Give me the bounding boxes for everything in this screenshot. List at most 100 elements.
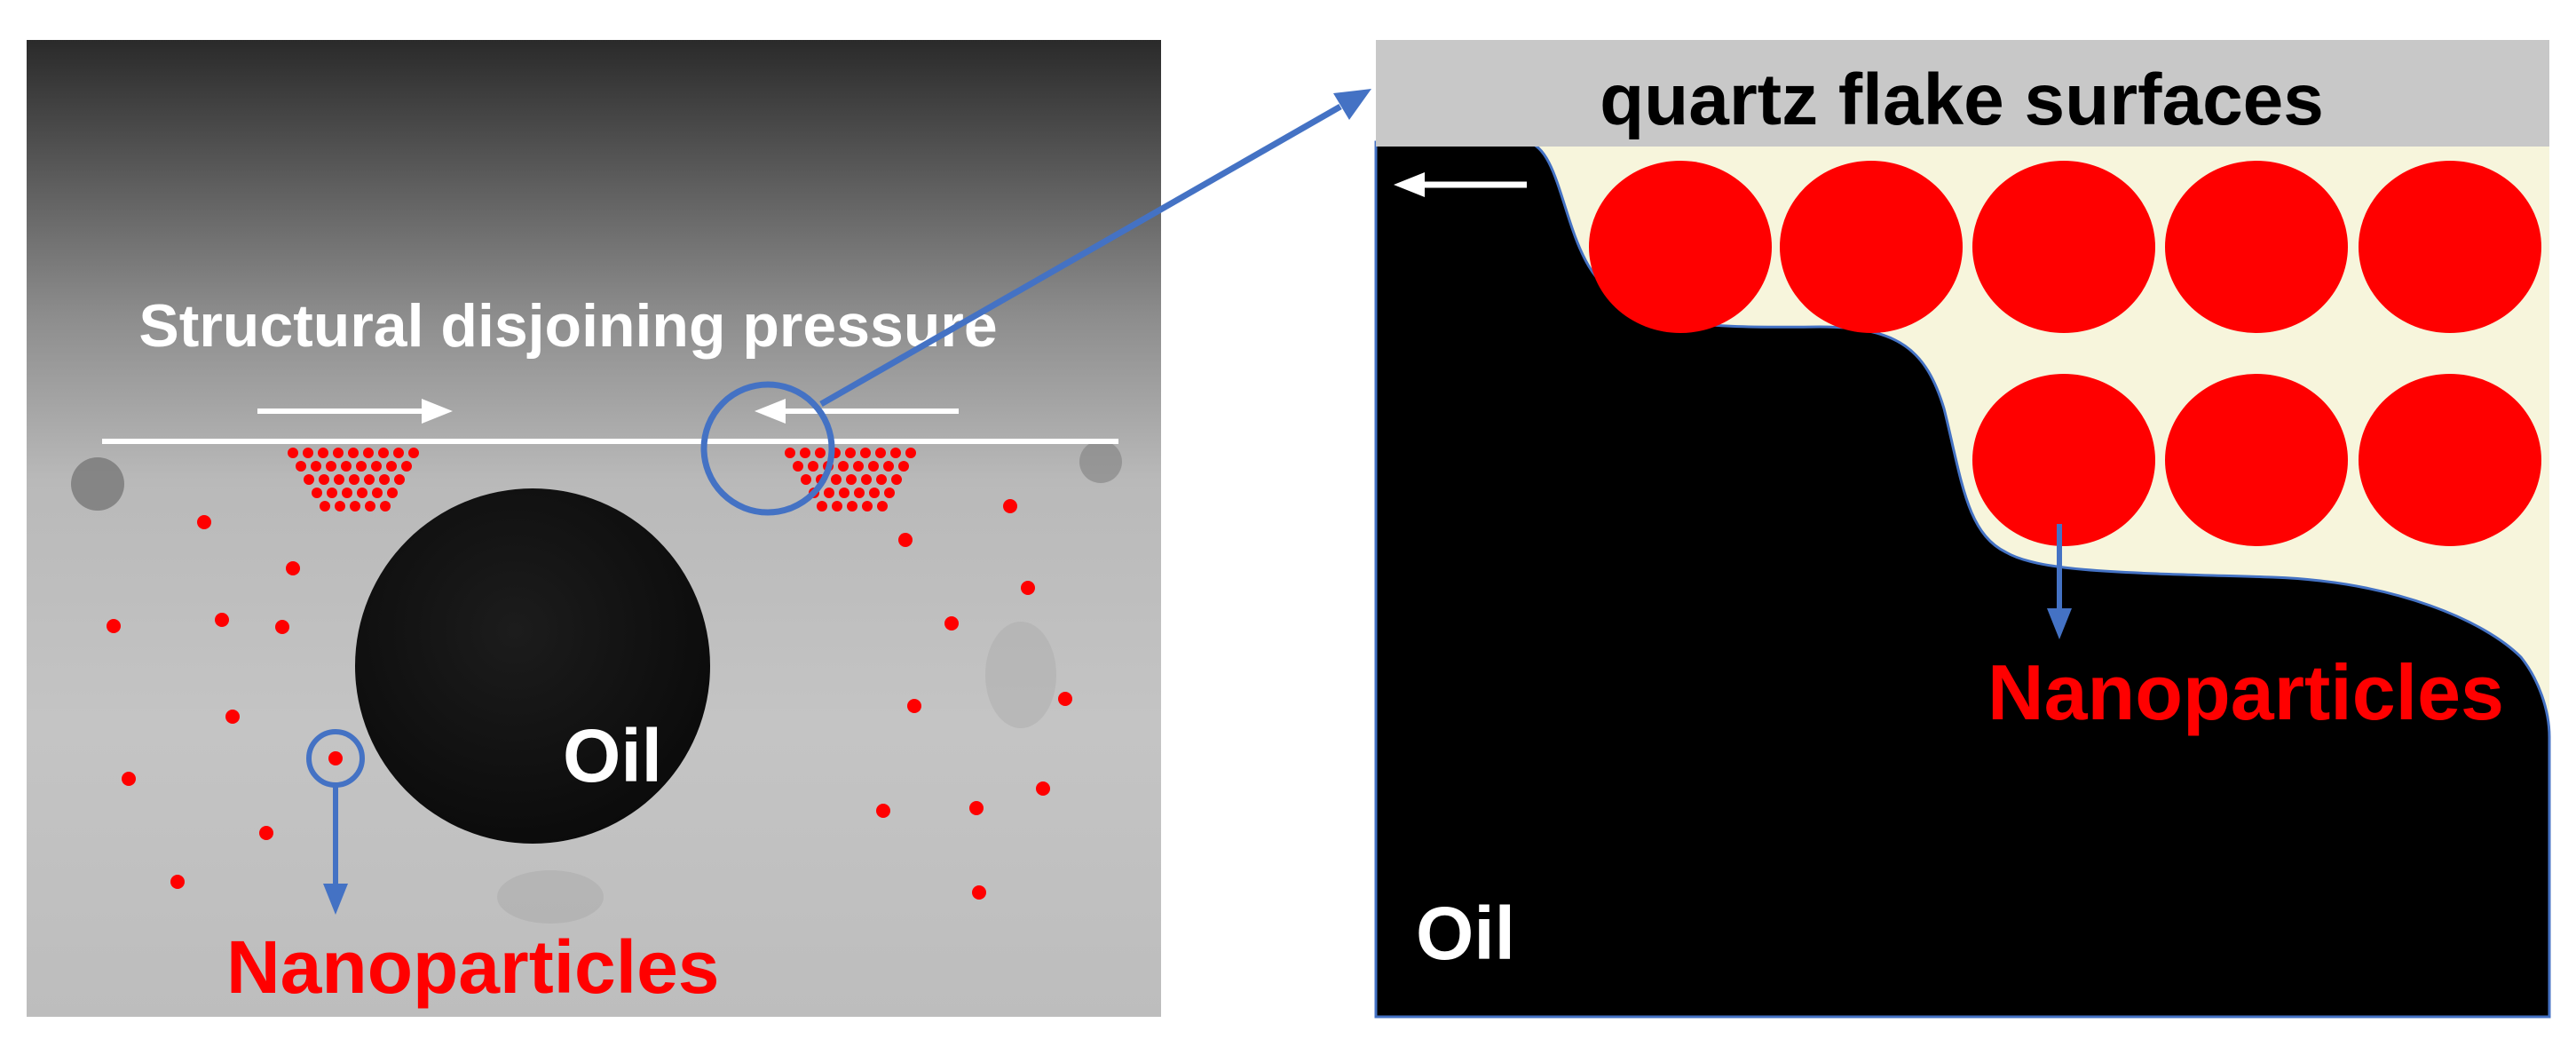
cluster-nanoparticle xyxy=(891,474,902,485)
cluster-nanoparticle xyxy=(801,474,811,485)
oil-label-right: Oil xyxy=(1416,892,1515,975)
dispersed-nanoparticle xyxy=(1036,781,1050,796)
arrow-left-icon xyxy=(755,399,959,424)
cluster-nanoparticle xyxy=(876,474,887,485)
background-droplet xyxy=(1079,440,1122,483)
dispersed-nanoparticle xyxy=(944,616,959,631)
dispersed-nanoparticle xyxy=(197,515,211,529)
cluster-nanoparticle xyxy=(393,448,404,458)
cluster-nanoparticle xyxy=(342,488,352,498)
cluster-nanoparticle xyxy=(905,448,916,458)
cluster-nanoparticle xyxy=(408,448,419,458)
arrow-down-icon xyxy=(2047,524,2072,639)
cluster-nanoparticle xyxy=(883,461,894,472)
cluster-nanoparticle xyxy=(350,501,360,512)
cluster-nanoparticle xyxy=(808,461,818,472)
dispersed-nanoparticle xyxy=(107,619,121,633)
cluster-nanoparticle xyxy=(371,461,382,472)
cluster-nanoparticle xyxy=(838,461,849,472)
cluster-nanoparticle xyxy=(364,474,375,485)
cluster-nanoparticle xyxy=(868,461,879,472)
pressure-label: Structural disjoining pressure xyxy=(138,292,997,360)
cluster-nanoparticle xyxy=(877,501,888,512)
dispersed-nanoparticle xyxy=(1058,692,1072,706)
nanoparticle xyxy=(1972,374,2155,546)
dispersed-nanoparticle xyxy=(1003,499,1017,513)
cluster-nanoparticle xyxy=(394,474,405,485)
cluster-nanoparticle xyxy=(831,474,842,485)
cluster-nanoparticle xyxy=(333,448,344,458)
dispersed-nanoparticle xyxy=(876,804,890,818)
nanoparticle-cluster-left xyxy=(288,448,419,512)
quartz-surface-label: quartz flake surfaces xyxy=(1600,59,2324,140)
cluster-nanoparticle xyxy=(356,461,367,472)
cluster-nanoparticle xyxy=(824,488,834,498)
nanoparticle xyxy=(1589,161,1772,333)
cluster-nanoparticle xyxy=(318,448,328,458)
cluster-nanoparticle xyxy=(884,488,895,498)
micrograph-panel: Structural disjoining pressure Oil Nanop… xyxy=(27,40,1161,1017)
oil-label-left: Oil xyxy=(563,714,662,797)
cluster-nanoparticle xyxy=(288,448,298,458)
nanoparticle xyxy=(2165,374,2348,546)
nanoparticles-label-right: Nanoparticles xyxy=(1987,648,2504,736)
cluster-nanoparticle xyxy=(800,448,810,458)
oil-droplet xyxy=(355,488,710,844)
cluster-nanoparticle xyxy=(363,448,374,458)
cluster-nanoparticle xyxy=(845,448,856,458)
dispersed-nanoparticle xyxy=(907,699,921,713)
arrow-right-icon xyxy=(257,399,453,424)
cluster-nanoparticle xyxy=(861,474,872,485)
background-smudge xyxy=(985,622,1056,728)
dispersed-nanoparticle xyxy=(225,710,240,724)
cluster-nanoparticle xyxy=(853,461,864,472)
schematic-panel: quartz flake surfaces Nanoparticles Oil xyxy=(1374,40,2551,1019)
cluster-nanoparticle xyxy=(846,474,857,485)
cluster-nanoparticle xyxy=(348,448,359,458)
cluster-nanoparticle xyxy=(785,448,795,458)
cluster-nanoparticle xyxy=(815,448,826,458)
cluster-nanoparticle xyxy=(304,474,314,485)
cluster-nanoparticle xyxy=(320,501,330,512)
background-smudge xyxy=(497,870,604,924)
cluster-nanoparticle xyxy=(860,448,871,458)
cluster-nanoparticle xyxy=(303,448,313,458)
cluster-nanoparticle xyxy=(839,488,849,498)
nanoparticle-cluster-right xyxy=(785,448,916,512)
nanoparticle xyxy=(2165,161,2348,333)
cluster-nanoparticle xyxy=(386,461,397,472)
dispersed-nanoparticle xyxy=(1021,581,1035,595)
cluster-nanoparticle xyxy=(401,461,412,472)
cluster-nanoparticle xyxy=(379,474,390,485)
background-droplet xyxy=(71,457,124,511)
nanoparticle xyxy=(1972,161,2155,333)
dispersed-nanoparticle xyxy=(259,826,273,840)
cluster-nanoparticle xyxy=(326,461,336,472)
cluster-nanoparticle xyxy=(372,488,383,498)
nanoparticles-label-left: Nanoparticles xyxy=(226,925,720,1009)
arrow-down-icon xyxy=(323,785,348,915)
dispersed-nanoparticle xyxy=(972,885,986,900)
cluster-nanoparticle xyxy=(296,461,306,472)
cluster-nanoparticle xyxy=(875,448,886,458)
dispersed-nanoparticle xyxy=(898,533,913,547)
magnifier-circle-icon xyxy=(700,381,835,516)
cluster-nanoparticle xyxy=(869,488,880,498)
nanoparticle-layer xyxy=(1589,161,2541,546)
zoom-callout-arrow xyxy=(819,89,1371,408)
cluster-nanoparticle xyxy=(327,488,337,498)
cluster-nanoparticle xyxy=(380,501,391,512)
cluster-nanoparticle xyxy=(365,501,375,512)
cluster-nanoparticle xyxy=(349,474,360,485)
dispersed-nanoparticle xyxy=(969,801,984,815)
cluster-nanoparticle xyxy=(341,461,352,472)
cluster-nanoparticle xyxy=(319,474,329,485)
cluster-nanoparticle xyxy=(335,501,345,512)
nanoparticle xyxy=(1780,161,1963,333)
cluster-nanoparticle xyxy=(854,488,865,498)
dispersed-nanoparticle xyxy=(170,875,185,889)
quartz-surface-bar xyxy=(1376,40,2549,147)
dispersed-nanoparticle xyxy=(215,613,229,627)
cluster-nanoparticle xyxy=(847,501,857,512)
